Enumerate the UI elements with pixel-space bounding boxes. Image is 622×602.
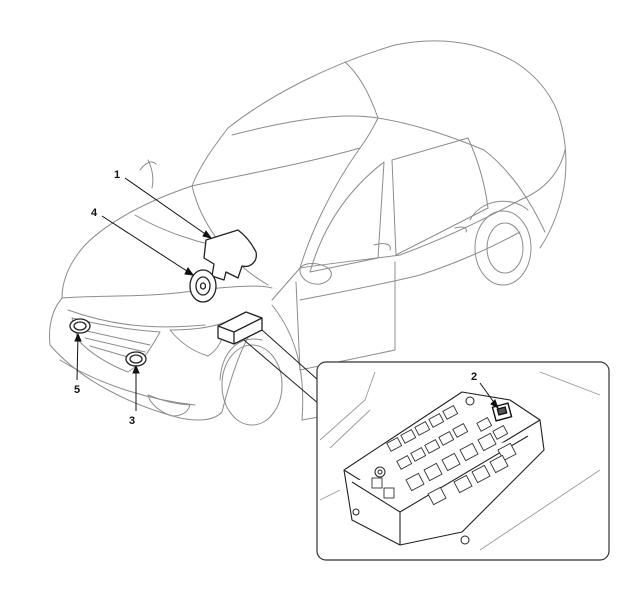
wiring-harness-part <box>203 229 257 281</box>
horn-part-3 <box>125 351 147 367</box>
car-illustration <box>49 40 567 426</box>
junction-box-part <box>217 311 263 345</box>
callout-labels: 1 2 3 4 5 <box>74 169 477 427</box>
horn-part-5 <box>69 318 91 334</box>
callout-leaders <box>74 177 499 411</box>
mounting-bolts <box>352 396 475 545</box>
callout-3: 3 <box>129 415 135 427</box>
detail-leader-lines <box>243 329 327 411</box>
fuse-relay-grid <box>371 405 517 506</box>
callout-5: 5 <box>74 384 80 396</box>
callout-2: 2 <box>471 371 477 383</box>
detail-inset <box>316 361 610 561</box>
callout-4: 4 <box>91 207 98 219</box>
callout-1: 1 <box>114 169 120 181</box>
horn-part-4 <box>189 269 217 303</box>
